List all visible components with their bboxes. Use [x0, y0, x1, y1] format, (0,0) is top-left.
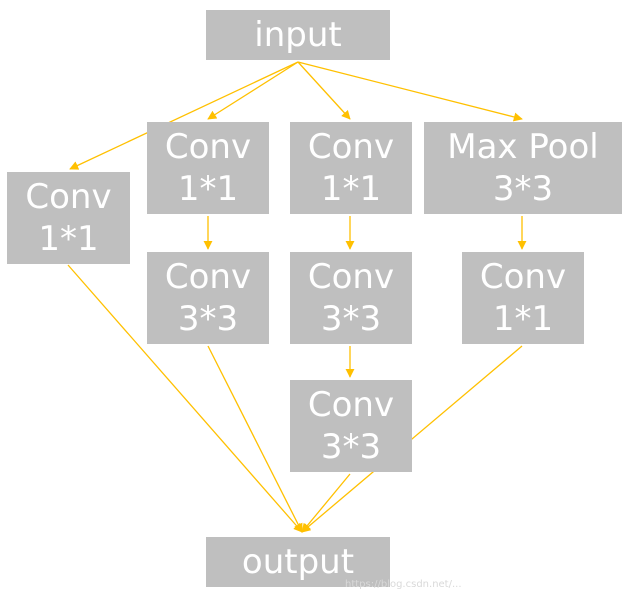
branch3-conv3x3-a-node: Conv 3*3	[290, 252, 412, 344]
branch2-conv1x1-node: Conv 1*1	[147, 122, 269, 214]
arrow-input-to-branch3-conv1x1	[297, 61, 351, 120]
branch3-conv3x3-b-label-size: 3*3	[320, 427, 382, 467]
branch2-conv3x3-label-size: 3*3	[177, 299, 239, 339]
branch1-conv1x1-label-op: Conv	[25, 177, 112, 217]
arrow-branch1-conv1x1-to-output	[67, 264, 303, 533]
branch2-conv1x1-label-op: Conv	[164, 127, 252, 167]
branch3-conv3x3-b-node: Conv 3*3	[290, 380, 412, 472]
arrow-input-to-branch1-conv1x1	[69, 61, 299, 170]
input-node: input	[206, 10, 390, 60]
branch3-conv1x1-node: Conv 1*1	[290, 122, 412, 214]
branch2-conv1x1-label-size: 1*1	[177, 169, 239, 209]
branch3-conv3x3-b-label-op: Conv	[307, 385, 395, 425]
arrow-input-to-branch4-maxpool	[297, 61, 523, 122]
arrow-branch3-conv3x3-b-to-output	[301, 473, 351, 533]
branch2-conv3x3-node: Conv 3*3	[147, 252, 269, 344]
branch4-conv1x1-node: Conv 1*1	[462, 252, 584, 344]
branch1-conv1x1-node: Conv 1*1	[7, 172, 130, 264]
branch4-conv1x1-label-op: Conv	[479, 257, 567, 297]
branch3-conv1x1-label-size: 1*1	[320, 169, 382, 209]
branch4-conv1x1-label-size: 1*1	[492, 299, 554, 339]
arrow-input-to-branch2-conv1x1	[207, 61, 299, 120]
branch4-maxpool-label-op: Max Pool	[447, 127, 599, 167]
branch4-maxpool-label-size: 3*3	[492, 169, 554, 209]
output-label: output	[241, 542, 355, 582]
branch4-maxpool-node: Max Pool 3*3	[424, 122, 622, 214]
arrow-branch4-conv1x1-to-output	[301, 345, 523, 533]
output-node: output	[206, 537, 390, 587]
branch1-conv1x1-label-size: 1*1	[38, 219, 99, 259]
input-label: input	[254, 15, 342, 55]
branch3-conv3x3-a-label-op: Conv	[307, 257, 395, 297]
branch3-conv3x3-a-label-size: 3*3	[320, 299, 382, 339]
branch3-conv1x1-label-op: Conv	[307, 127, 395, 167]
branch2-conv3x3-label-op: Conv	[164, 257, 252, 297]
watermark-text: https://blog.csdn.net/...	[345, 579, 462, 590]
arrow-branch2-conv3x3-to-output	[207, 345, 303, 533]
